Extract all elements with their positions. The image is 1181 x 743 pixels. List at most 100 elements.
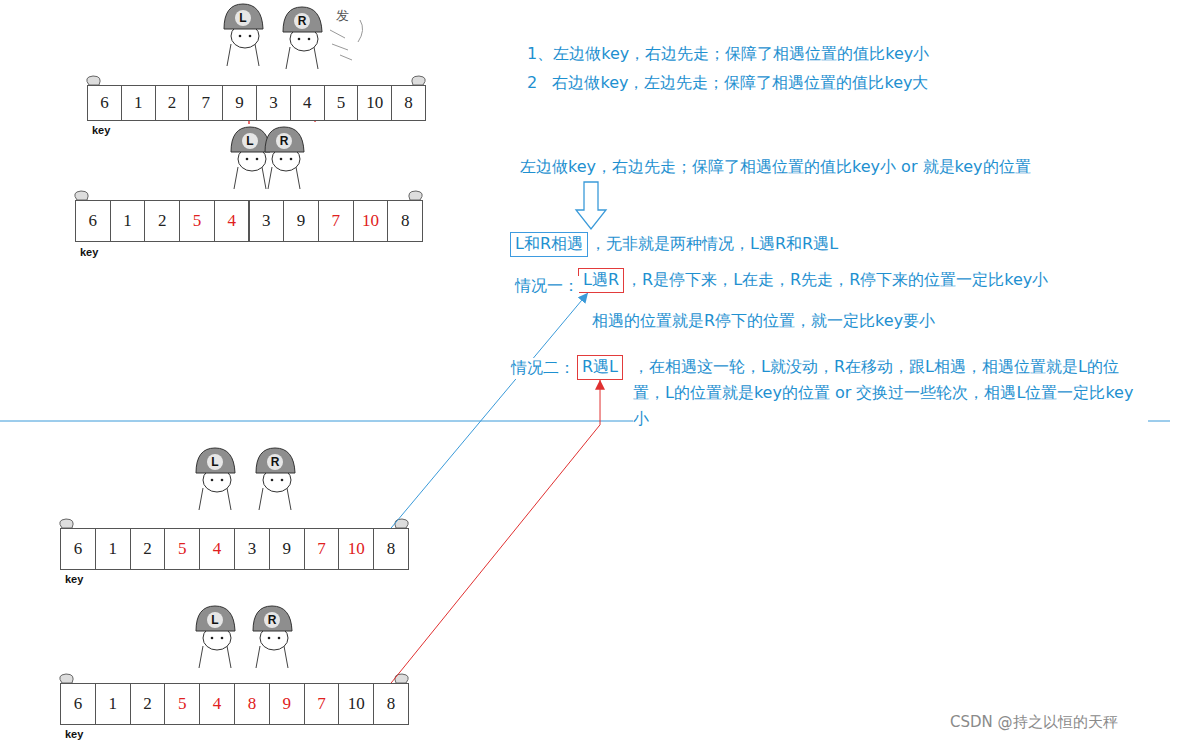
node-text: 2 (168, 93, 177, 113)
sketch-lines (330, 20, 363, 60)
node-text: L遇R (583, 270, 619, 289)
node-text: 1 (123, 211, 132, 231)
array-cell: 9 (269, 528, 305, 570)
array-cell: 8 (373, 683, 409, 725)
connector-arrow (391, 380, 600, 683)
helmet-character (253, 606, 292, 668)
array-tab (412, 76, 425, 85)
array-cell: 8 (234, 683, 270, 725)
array-cell: 8 (373, 528, 409, 570)
note-text: 2 右边做key，左边先走；保障了相遇位置的值比key大 (527, 73, 928, 94)
helmet-letter: L (211, 455, 218, 469)
key-label: key (80, 246, 98, 258)
helmet-letter: R (271, 455, 280, 469)
note-text: ，R是停下来，L在走，R先走，R停下来的位置一定比key小 (626, 270, 1048, 291)
note-text: 相遇的位置就是R停下的位置，就一定比key要小 (592, 311, 935, 332)
helmet-character (224, 4, 263, 66)
node-text: 2 (143, 539, 152, 559)
note-text: ，无非就是两种情况，L遇R和R遇L (590, 234, 838, 255)
array-cell: 2 (130, 683, 166, 725)
array-cell: 5 (164, 683, 200, 725)
array-cell: 6 (60, 528, 96, 570)
array-cell: 4 (214, 200, 250, 242)
note-text: 左边做key，右边先走；保障了相遇位置的值比key小 or 就是key的位置 (520, 157, 1031, 178)
node-text: 10 (348, 539, 365, 559)
node-text: 4 (213, 539, 222, 559)
node-text: 8 (387, 694, 396, 714)
node-text: 9 (282, 539, 291, 559)
array-cell: 5 (179, 200, 215, 242)
helmet-character (196, 606, 235, 668)
node-text: 7 (317, 539, 326, 559)
array-cell: 10 (338, 683, 374, 725)
array-cell: 1 (110, 200, 146, 242)
array-cell: 3 (234, 528, 270, 570)
helmet-letter: R (298, 14, 307, 28)
watermark: CSDN @持之以恒的天秤 (950, 713, 1118, 732)
case-title: 情况一： (515, 276, 579, 297)
node-text: 2 (158, 211, 167, 231)
helmet-letter: R (280, 134, 289, 148)
highlight-box: L遇R (578, 268, 624, 293)
node-text: 8 (404, 93, 413, 113)
node-text: 8 (387, 539, 396, 559)
node-text: 6 (74, 694, 83, 714)
array-cell: 3 (249, 200, 285, 242)
array-cell: 2 (130, 528, 166, 570)
node-text: 9 (282, 694, 291, 714)
array-cell: 9 (269, 683, 305, 725)
node-text: 6 (89, 211, 98, 231)
helmet-character (265, 127, 304, 189)
array-cell: 6 (87, 85, 122, 121)
helmet-character (256, 448, 295, 510)
scribble-text: 发 (336, 7, 349, 25)
node-text: 7 (202, 93, 211, 113)
helmet-character (196, 448, 235, 510)
helmet-letter: R (268, 613, 277, 627)
node-text: 4 (303, 93, 312, 113)
key-label: key (65, 728, 83, 740)
node-text: 4 (213, 694, 222, 714)
helmet-letter: L (239, 11, 246, 25)
array-tab (409, 191, 422, 200)
node-text: 5 (193, 211, 202, 231)
array-cell: 3 (256, 85, 291, 121)
node-text: 9 (235, 93, 244, 113)
array-cell: 7 (318, 200, 354, 242)
node-text: 6 (74, 539, 83, 559)
array-cell: 1 (95, 528, 131, 570)
array-cell: 2 (155, 85, 190, 121)
array-cell: 6 (75, 200, 111, 242)
array-cell: 10 (338, 528, 374, 570)
helmet-letter: L (211, 613, 218, 627)
array-tab (60, 674, 73, 683)
helmet-character (231, 127, 270, 189)
array-cell: 7 (304, 528, 340, 570)
array-cell: 1 (121, 85, 156, 121)
node-text: 1 (108, 694, 117, 714)
node-text: 2 (143, 694, 152, 714)
hollow-arrow (576, 182, 606, 229)
note-text: 1、左边做key，右边先走；保障了相遇位置的值比key小 (527, 44, 929, 65)
node-text: 10 (348, 694, 365, 714)
array-cell: 5 (164, 528, 200, 570)
array-cell: 10 (353, 200, 389, 242)
node-text: 6 (100, 93, 109, 113)
array-cell: 7 (188, 85, 223, 121)
helmet-character (283, 7, 322, 69)
node-text: R遇L (582, 357, 618, 376)
node-text: 1 (108, 539, 117, 559)
case-title: 情况二： (511, 358, 575, 379)
node-text: 8 (248, 694, 257, 714)
array-tab (87, 76, 100, 85)
node-text: 7 (331, 211, 340, 231)
array-cell: 2 (144, 200, 180, 242)
helmet-letter: L (246, 134, 253, 148)
array-cell: 4 (290, 85, 325, 121)
array-cell: 7 (304, 683, 340, 725)
node-text: 9 (297, 211, 306, 231)
node-text: 5 (178, 694, 187, 714)
node-text: 1 (134, 93, 143, 113)
array-tab (75, 191, 88, 200)
node-text: 3 (262, 211, 271, 231)
